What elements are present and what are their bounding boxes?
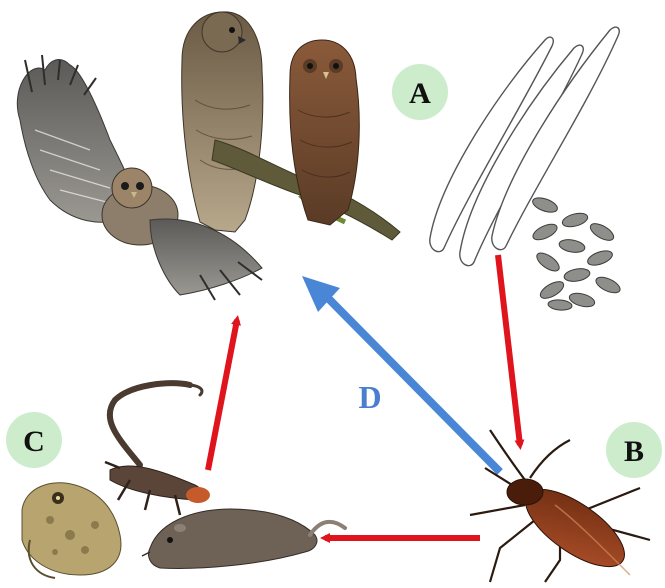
badge-a-text: A bbox=[409, 77, 431, 110]
eggs-icon bbox=[531, 195, 623, 311]
lizard-icon bbox=[105, 383, 210, 515]
toad-icon bbox=[22, 483, 121, 578]
badge-c: C bbox=[6, 412, 62, 468]
rat-icon bbox=[142, 509, 345, 568]
badge-c-label: C bbox=[23, 425, 45, 458]
badge-b-label: B bbox=[624, 435, 644, 468]
arrow-a-to-b bbox=[498, 255, 520, 445]
arrow-b-to-a-blue bbox=[302, 276, 500, 472]
label-d: D bbox=[358, 379, 381, 415]
badge-b: B bbox=[606, 422, 662, 478]
arrow-c-to-a bbox=[208, 320, 237, 470]
hawk-icon bbox=[182, 12, 263, 232]
